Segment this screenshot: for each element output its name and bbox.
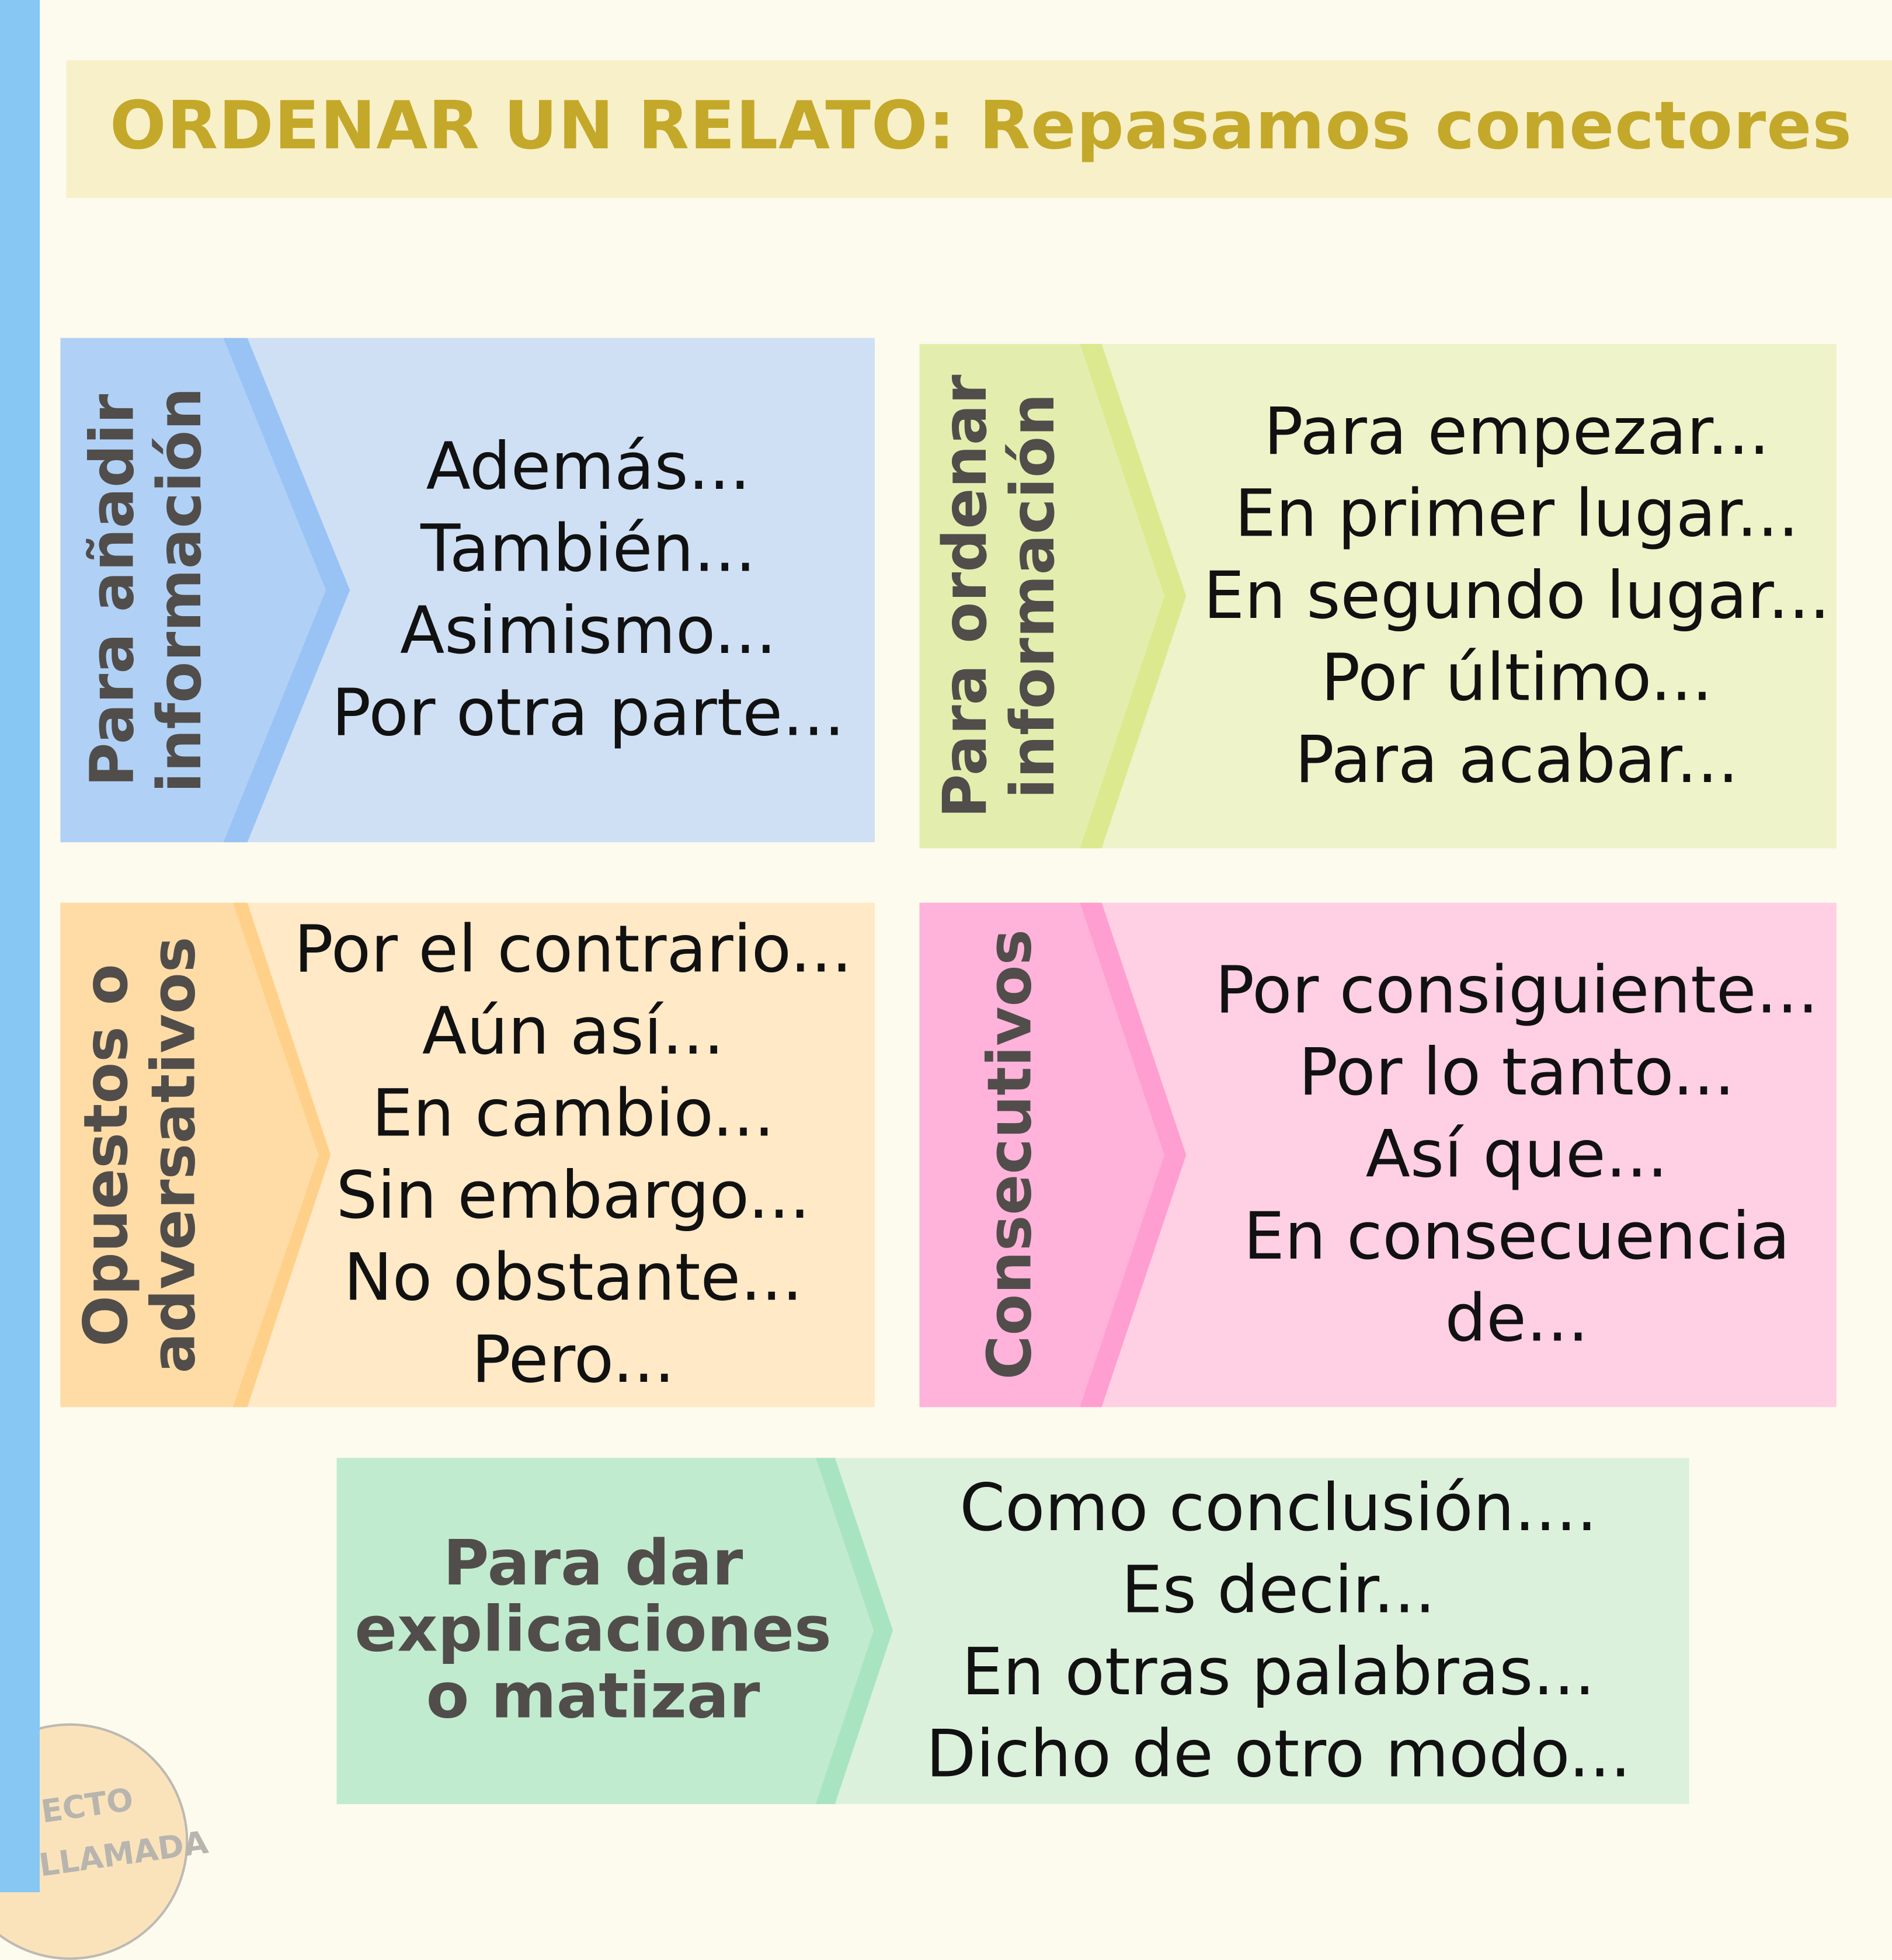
card-consecutive: Consecutivos Por consiguiente... Por lo … <box>919 902 1837 1408</box>
connector-item: Por otra parte... <box>332 675 845 751</box>
connector-item: Para acabar... <box>1295 721 1739 798</box>
card-label: Para dar explicaciones o matizar <box>354 1527 832 1733</box>
connector-list: Por consiguiente... Por lo tanto... Así … <box>1197 903 1837 1408</box>
connector-item: Aún así... <box>422 993 725 1069</box>
card-order-information: Para ordenar información Para empezar...… <box>919 343 1837 849</box>
connector-item: Además... <box>426 428 751 505</box>
card-left-shape <box>60 902 319 1408</box>
logo-text: LLAMADA <box>37 1825 211 1885</box>
connector-list: Por el contrario... Aún así... En cambio… <box>272 903 875 1408</box>
card-stripe-shape <box>223 338 350 843</box>
chevron-shape <box>919 902 1837 1408</box>
card-left-shape <box>336 1458 874 1805</box>
connector-item: Dicho de otro modo... <box>926 1715 1631 1792</box>
connector-item: de... <box>1445 1280 1589 1357</box>
card-left-shape <box>919 343 1165 849</box>
page-title: ORDENAR UN RELATO: Repasamos conectores <box>110 86 1853 165</box>
card-left-shape <box>919 902 1165 1408</box>
left-accent-bar-overlay <box>0 0 40 1893</box>
card-stripe-shape <box>1080 343 1187 849</box>
chevron-shape <box>60 902 875 1408</box>
card-adversative: Opuestos o adversativos Por el contrario… <box>60 902 875 1408</box>
card-label: Para ordenar información <box>930 374 1068 818</box>
chevron-shape <box>60 338 875 843</box>
connector-item: En primer lugar... <box>1234 475 1799 552</box>
card-stripe-shape <box>815 1458 893 1805</box>
card-left-shape <box>60 338 326 843</box>
connector-list: Como conclusión.... Es decir... En otras… <box>868 1458 1689 1804</box>
connector-item: Por último... <box>1320 640 1713 716</box>
connector-item: Por consiguiente... <box>1215 952 1818 1028</box>
card-stripe-shape <box>1080 902 1187 1408</box>
card-label: Opuestos o adversativos <box>71 936 209 1374</box>
connector-item: Para empezar... <box>1264 393 1770 470</box>
connector-item: Por el contrario... <box>294 911 853 988</box>
connector-item: En consecuencia <box>1243 1198 1790 1275</box>
connector-item: Sin embargo... <box>336 1157 811 1233</box>
chevron-shape <box>336 1458 1689 1805</box>
connector-item: Como conclusión.... <box>959 1469 1598 1545</box>
connector-item: En segundo lugar... <box>1203 557 1831 634</box>
connector-item: No obstante... <box>343 1239 803 1316</box>
card-label: Consecutivos <box>975 929 1045 1381</box>
connector-item: Pero... <box>471 1321 675 1398</box>
connector-item: Es decir... <box>1121 1551 1436 1628</box>
connector-item: También... <box>420 510 756 587</box>
card-add-information: Para añadir información Además... Tambié… <box>60 338 875 843</box>
connector-item: Asimismo... <box>399 592 777 669</box>
logo-text: ECTO <box>39 1782 136 1832</box>
connector-item: En otras palabras... <box>961 1633 1595 1709</box>
connector-item: Así que... <box>1365 1116 1668 1193</box>
connector-item: En cambio... <box>371 1075 775 1152</box>
card-label: Para añadir información <box>77 387 215 793</box>
connector-list: Además... También... Asimismo... Por otr… <box>302 338 875 843</box>
title-banner: ORDENAR UN RELATO: Repasamos conectores <box>66 60 1892 198</box>
connector-item: Por lo tanto... <box>1298 1034 1735 1111</box>
connector-list: Para empezar... En primer lugar... En se… <box>1197 344 1837 849</box>
chevron-shape <box>919 343 1837 849</box>
card-explanations: Para dar explicaciones o matizar Como co… <box>336 1458 1689 1805</box>
